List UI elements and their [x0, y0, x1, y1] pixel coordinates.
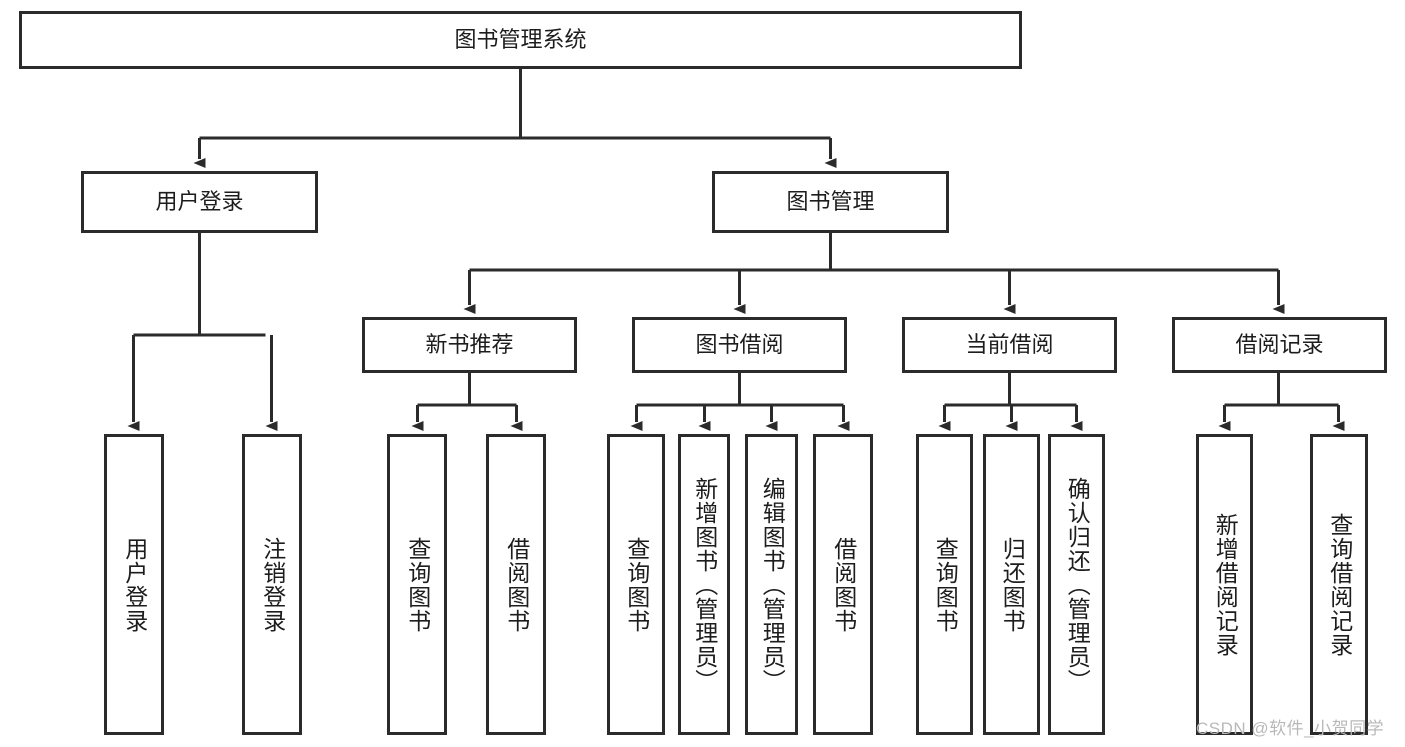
node-leaf-query-book-2[interactable]: 查询图书	[607, 434, 665, 735]
node-label: 查询图书	[932, 536, 959, 633]
node-label: 新增借阅记录	[1212, 512, 1239, 657]
node-label: 新书推荐	[425, 331, 514, 357]
node-book-manage[interactable]: 图书管理	[712, 171, 949, 233]
node-leaf-return-book[interactable]: 归还图书	[983, 434, 1040, 735]
node-leaf-confirm-return[interactable]: 确认归还（管理员）	[1048, 434, 1105, 735]
node-label: 新增图书（管理员）	[691, 476, 718, 693]
node-leaf-user-login[interactable]: 用户登录	[104, 434, 164, 735]
node-current-borrow[interactable]: 当前借阅	[902, 317, 1117, 373]
csdn-watermark: CSDN @软件_小贺同学	[1196, 719, 1385, 738]
node-label: 归还图书	[999, 536, 1026, 633]
node-label: 借阅记录	[1235, 331, 1324, 357]
node-leaf-query-book-3[interactable]: 查询图书	[916, 434, 973, 735]
node-label: 借阅图书	[830, 536, 857, 633]
node-label: 图书管理系统	[454, 26, 587, 52]
node-leaf-query-book-1[interactable]: 查询图书	[387, 434, 447, 735]
node-label: 用户登录	[155, 188, 244, 214]
node-leaf-add-book[interactable]: 新增图书（管理员）	[678, 434, 730, 735]
node-borrow-record[interactable]: 借阅记录	[1172, 317, 1387, 373]
node-label: 图书借阅	[695, 331, 784, 357]
node-new-book-recommend[interactable]: 新书推荐	[362, 317, 577, 373]
node-label: 编辑图书（管理员）	[759, 476, 786, 693]
node-leaf-borrow-book-1[interactable]: 借阅图书	[486, 434, 546, 735]
node-label: 注销登录	[259, 536, 286, 633]
node-user-login[interactable]: 用户登录	[81, 171, 318, 233]
node-label: 用户登录	[121, 536, 148, 633]
node-label: 查询借阅记录	[1326, 512, 1353, 657]
node-leaf-edit-book[interactable]: 编辑图书（管理员）	[745, 434, 798, 735]
node-label: 查询图书	[404, 536, 431, 633]
node-leaf-borrow-book-2[interactable]: 借阅图书	[813, 434, 873, 735]
node-root-system[interactable]: 图书管理系统	[19, 11, 1022, 69]
node-label: 当前借阅	[965, 331, 1054, 357]
node-label: 图书管理	[786, 188, 875, 214]
node-label: 借阅图书	[503, 536, 530, 633]
node-leaf-add-record[interactable]: 新增借阅记录	[1196, 434, 1253, 735]
node-leaf-query-record[interactable]: 查询借阅记录	[1310, 434, 1368, 735]
node-label: 查询图书	[623, 536, 650, 633]
node-book-borrow[interactable]: 图书借阅	[632, 317, 847, 373]
node-label: 确认归还（管理员）	[1064, 476, 1091, 693]
node-leaf-user-logout[interactable]: 注销登录	[242, 434, 302, 735]
